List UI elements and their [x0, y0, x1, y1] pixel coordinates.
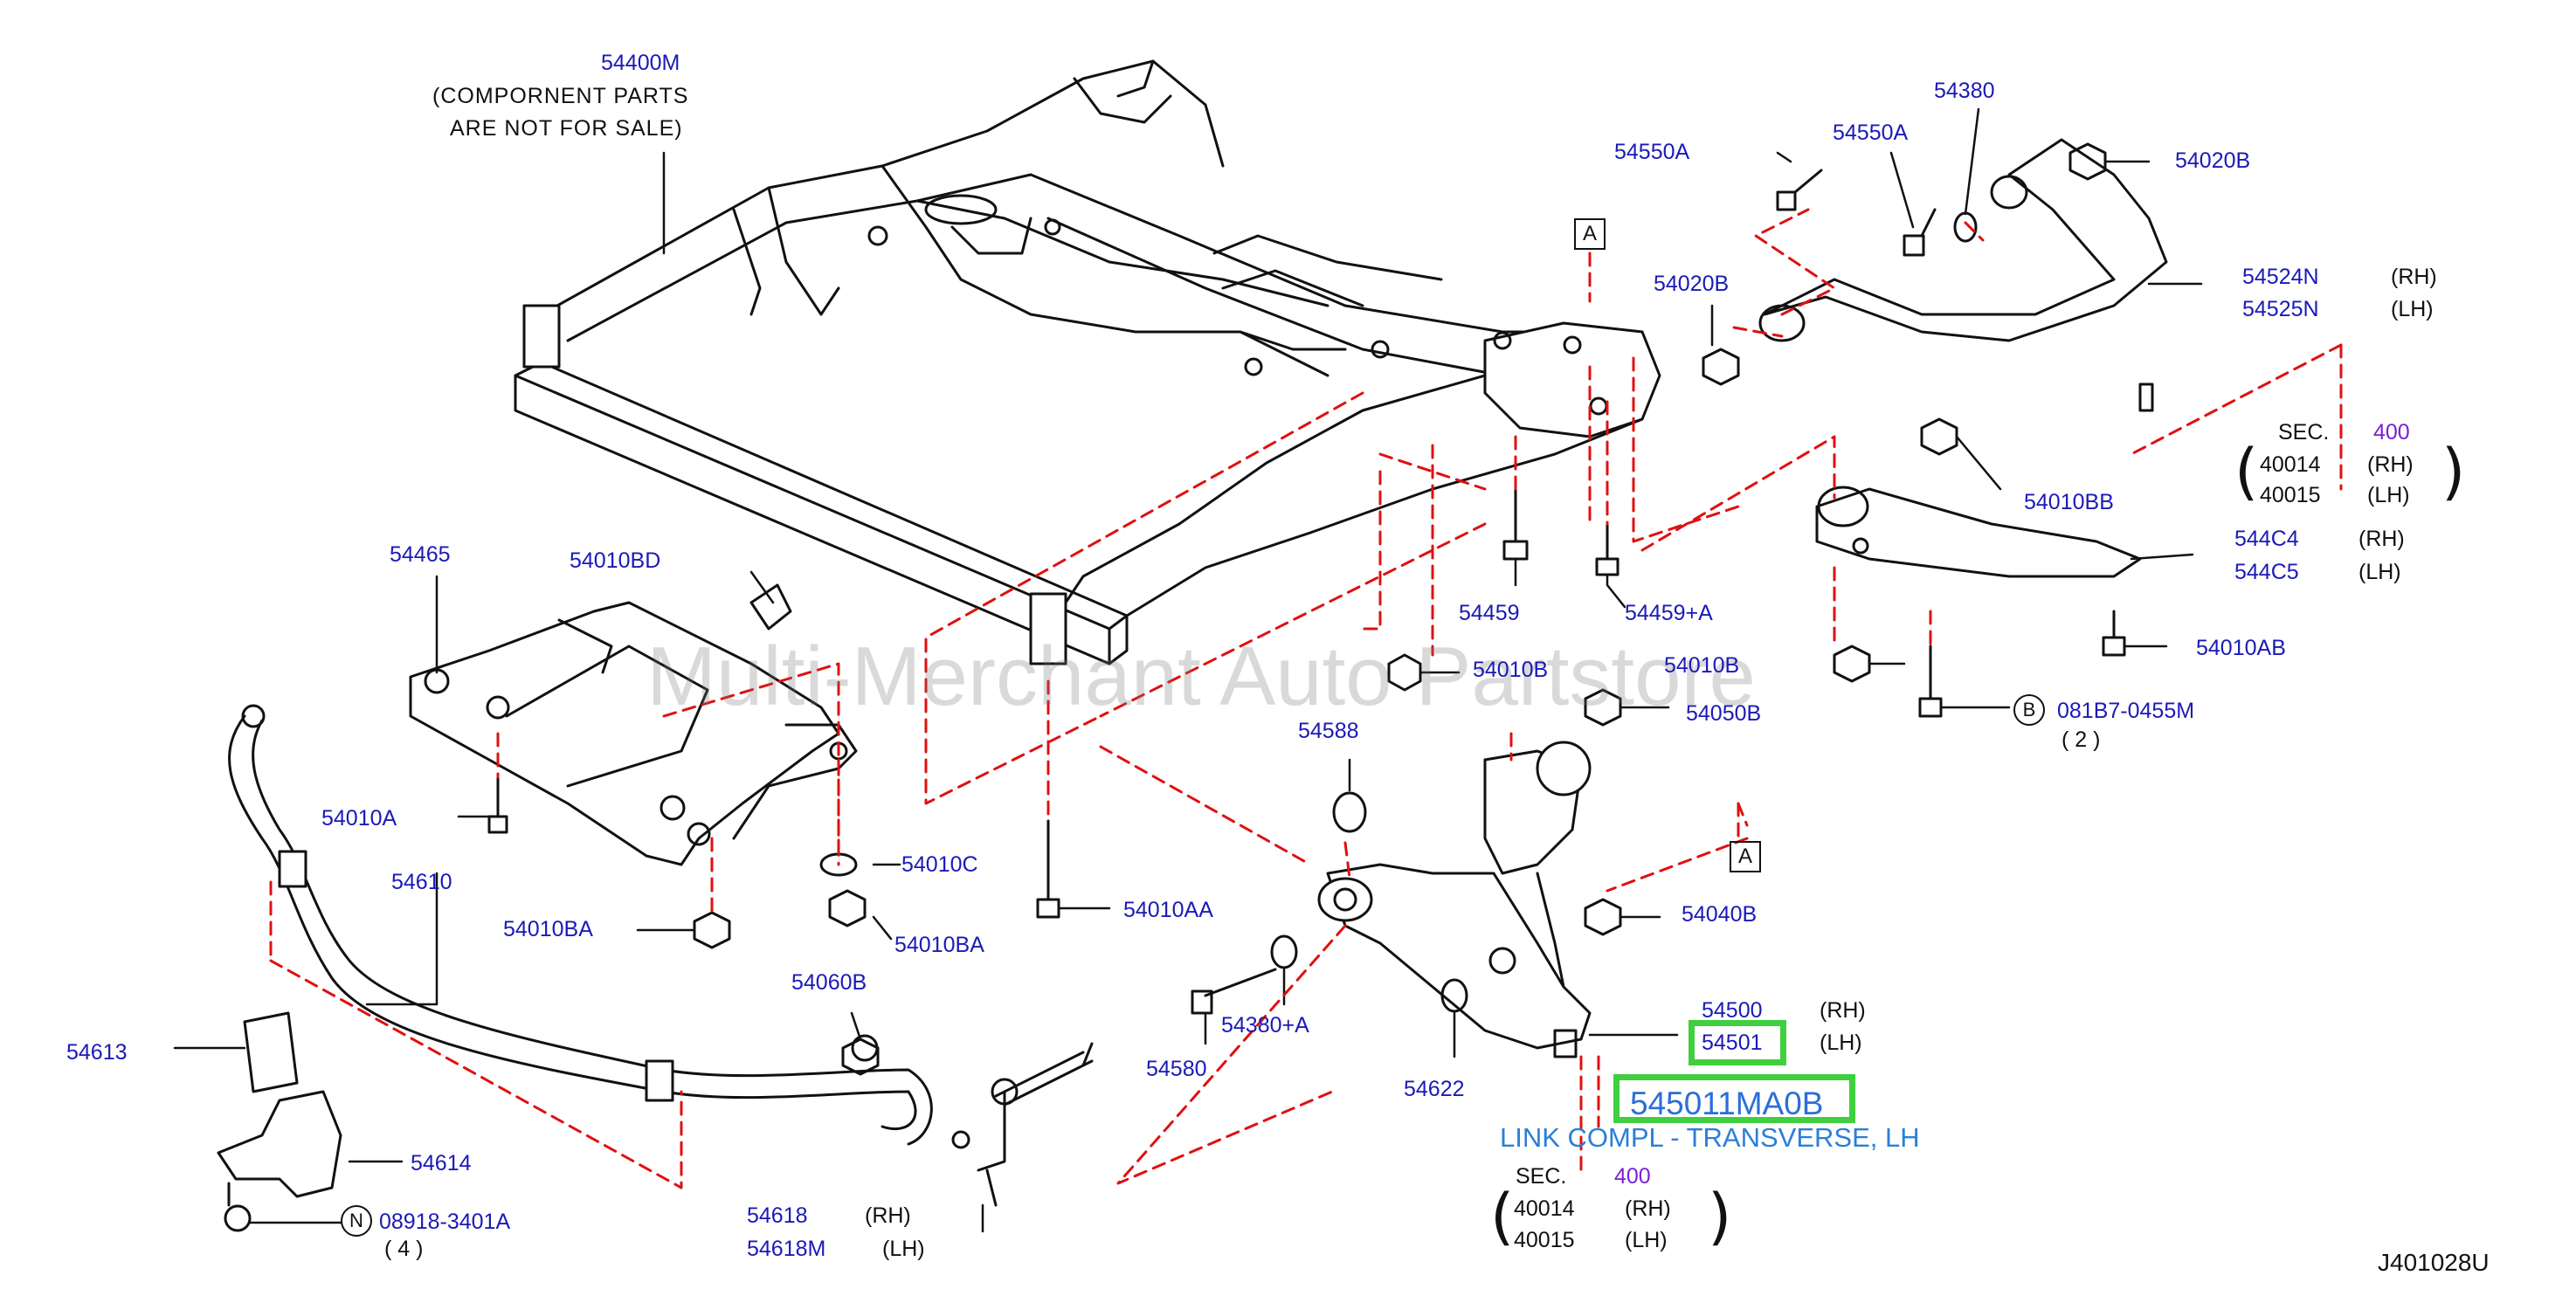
- compression-rod: [1815, 486, 2142, 578]
- label-54050b[interactable]: 54050B: [1686, 701, 1762, 726]
- rh-544c4: (RH): [2358, 527, 2405, 551]
- stabilizer-bar: [217, 704, 1094, 1232]
- lh-40015-lower: (LH): [1625, 1228, 1668, 1252]
- label-54380-a[interactable]: 54380+A: [1221, 1013, 1309, 1037]
- label-54459[interactable]: 54459: [1459, 601, 1520, 625]
- highlight-part-number[interactable]: 545011MA0B: [1630, 1086, 1824, 1121]
- upper-link: [1758, 138, 2168, 412]
- label-544c4[interactable]: 544C4: [2234, 527, 2299, 551]
- qty-08918: ( 4 ): [384, 1237, 424, 1261]
- label-54040b[interactable]: 54040B: [1682, 902, 1758, 927]
- part-40014-lower: 40014: [1514, 1196, 1575, 1221]
- label-54550a[interactable]: 54550A: [1614, 140, 1690, 164]
- rh-40014-lower: (RH): [1625, 1196, 1671, 1221]
- ref-b-circle: B: [2013, 694, 2045, 726]
- label-54618[interactable]: 54618: [747, 1203, 808, 1228]
- label-54459-a[interactable]: 54459+A: [1625, 601, 1713, 625]
- rh-40014-upper: (RH): [2367, 452, 2414, 477]
- label-54613[interactable]: 54613: [66, 1040, 128, 1065]
- subframe-note-line2: ARE NOT FOR SALE): [450, 116, 683, 141]
- transverse-link: [1317, 741, 1592, 1058]
- diagram-code: J401028U: [2378, 1249, 2490, 1276]
- label-54010ba[interactable]: 54010BA: [503, 917, 593, 941]
- label-54010ba-2[interactable]: 54010BA: [894, 933, 984, 957]
- label-54400m[interactable]: 54400M: [601, 51, 680, 75]
- front-subframe: [514, 59, 1661, 665]
- sec-number-upper[interactable]: 400: [2373, 420, 2410, 445]
- highlight-box-54501: [1689, 1020, 1786, 1065]
- ref-a-box-bottom: A: [1730, 841, 1761, 872]
- brace-left-upper: (: [2234, 436, 2259, 507]
- sec-label-lower: SEC.: [1516, 1164, 1567, 1189]
- label-54524n[interactable]: 54524N: [2242, 265, 2319, 289]
- label-54588[interactable]: 54588: [1298, 719, 1359, 743]
- highlight-description[interactable]: LINK COMPL - TRANSVERSE, LH: [1500, 1122, 1920, 1153]
- label-08918-3401a[interactable]: 08918-3401A: [379, 1210, 511, 1234]
- sec-label-upper: SEC.: [2278, 420, 2330, 445]
- label-081b7-0455m[interactable]: 081B7-0455M: [2057, 699, 2195, 723]
- lh-54525n: (LH): [2391, 297, 2434, 321]
- label-54010bb[interactable]: 54010BB: [2024, 490, 2114, 514]
- ref-a-box-top: A: [1574, 218, 1606, 250]
- label-54010b-2[interactable]: 54010B: [1664, 653, 1740, 678]
- part-40015-upper: 40015: [2260, 483, 2321, 507]
- label-54618m[interactable]: 54618M: [747, 1237, 826, 1261]
- part-40015-lower: 40015: [1514, 1228, 1575, 1252]
- label-54020b-2[interactable]: 54020B: [1654, 272, 1730, 296]
- label-54500[interactable]: 54500: [1702, 998, 1763, 1023]
- label-54622[interactable]: 54622: [1404, 1077, 1465, 1101]
- label-54010b[interactable]: 54010B: [1473, 658, 1549, 682]
- brace-left-lower: (: [1490, 1181, 1515, 1252]
- label-54010aa[interactable]: 54010AA: [1123, 898, 1213, 922]
- lh-40015-upper: (LH): [2367, 483, 2410, 507]
- label-54010c[interactable]: 54010C: [901, 852, 978, 877]
- label-54380[interactable]: 54380: [1934, 79, 1995, 103]
- sec-number-lower[interactable]: 400: [1614, 1164, 1651, 1189]
- label-54010ab[interactable]: 54010AB: [2196, 636, 2286, 660]
- ref-n-circle: N: [341, 1205, 372, 1237]
- lh-544c5: (LH): [2358, 560, 2401, 584]
- brace-right-lower: ): [1708, 1181, 1732, 1252]
- label-54550a-2[interactable]: 54550A: [1833, 121, 1909, 145]
- label-54525n[interactable]: 54525N: [2242, 297, 2319, 321]
- guide-lines: [269, 208, 2343, 1189]
- label-54501[interactable]: 54501: [1702, 1031, 1763, 1055]
- lh-54618m: (LH): [882, 1237, 925, 1261]
- rh-54500: (RH): [1820, 998, 1866, 1023]
- ref-connectors: [1737, 802, 1749, 827]
- brace-right-upper: ): [2441, 436, 2466, 507]
- label-54614[interactable]: 54614: [411, 1151, 472, 1175]
- leader-lines: [173, 107, 2203, 1233]
- label-54020b[interactable]: 54020B: [2175, 148, 2251, 173]
- highlight-part-number-box: 545011MA0B: [1613, 1074, 1855, 1123]
- qty-081b7: ( 2 ): [2061, 727, 2101, 752]
- label-54465[interactable]: 54465: [390, 542, 451, 567]
- rh-54524n: (RH): [2391, 265, 2437, 289]
- label-54610[interactable]: 54610: [391, 870, 452, 894]
- label-54010bd[interactable]: 54010BD: [570, 548, 661, 573]
- subframe-note-line1: (COMPORNENT PARTS: [432, 84, 689, 108]
- label-54060b[interactable]: 54060B: [791, 970, 867, 995]
- rear-crossmember: [409, 583, 858, 866]
- label-54010a[interactable]: 54010A: [321, 806, 397, 831]
- lh-54501: (LH): [1820, 1031, 1862, 1055]
- rh-54618: (RH): [865, 1203, 911, 1228]
- label-54580[interactable]: 54580: [1146, 1057, 1207, 1081]
- watermark: Multi-Merchant Auto Partstore: [646, 630, 1756, 723]
- label-544c5[interactable]: 544C5: [2234, 560, 2299, 584]
- part-40014-upper: 40014: [2260, 452, 2321, 477]
